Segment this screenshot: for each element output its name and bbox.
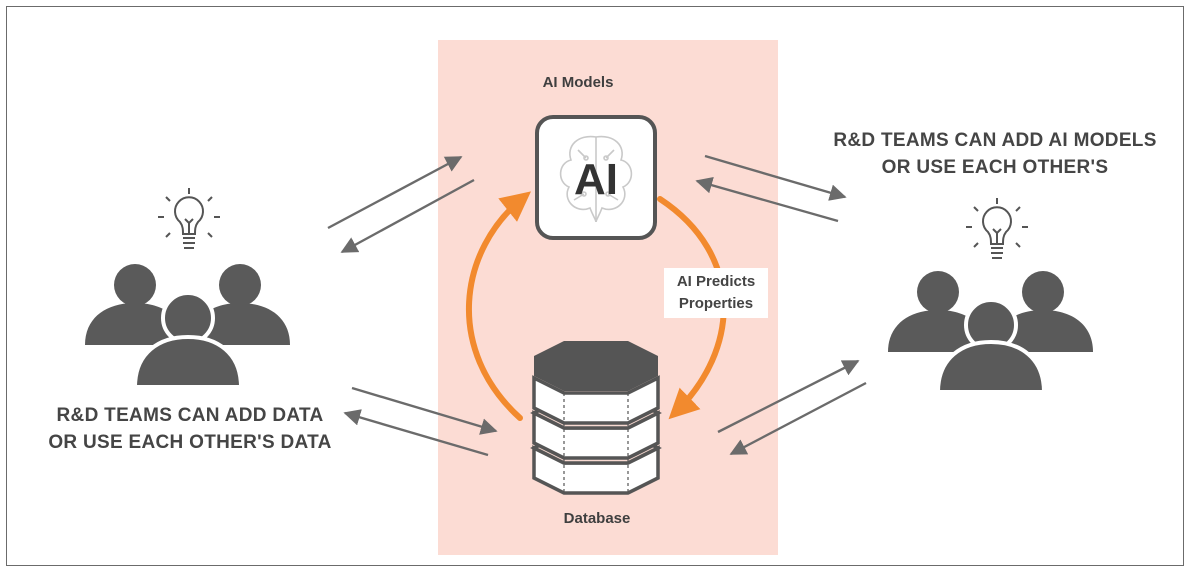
ai-box-text: AI [574,155,618,204]
arrow-models-to-left [340,178,475,254]
flow-arrows [327,154,867,457]
arrow-db-to-models [465,191,532,421]
lightbulb-icon [158,188,220,249]
right-team-caption: R&D TEAMS CAN ADD AI MODELS OR USE EACH … [833,127,1156,181]
ai-models-label: AI Models [542,74,614,91]
arrow-left-to-models [327,155,463,230]
left-caption-line-2: OR USE EACH OTHER'S DATA [48,432,332,453]
arrow-db-to-left [343,409,489,457]
left-caption-line-1: R&D TEAMS CAN ADD DATA [56,405,324,426]
lightbulb-icon [966,198,1028,259]
arrow-left-to-db [351,386,498,435]
left-team-caption: R&D TEAMS CAN ADD DATA OR USE EACH OTHER… [48,402,331,456]
arrow-right-to-db [729,381,867,456]
database-top [534,341,658,391]
ai-brain-icon [535,115,657,240]
predicts-line-1: AI Predicts [676,273,756,290]
predicts-line-2: Properties [678,295,754,312]
database-stack-icon [530,341,662,495]
arrow-right-to-models [695,177,839,223]
arrow-db-to-right [717,359,860,434]
right-caption-line-2: OR USE EACH OTHER'S [881,157,1109,178]
ai-predicts-badge: AI Predicts Properties [664,268,768,318]
team-icon-right [888,198,1093,394]
right-caption-line-1: R&D TEAMS CAN ADD AI MODELS [833,130,1157,151]
arrow-models-to-right [704,154,847,201]
database-layer [532,375,660,425]
team-icon-left [85,188,290,389]
database-label: Database [563,510,631,527]
